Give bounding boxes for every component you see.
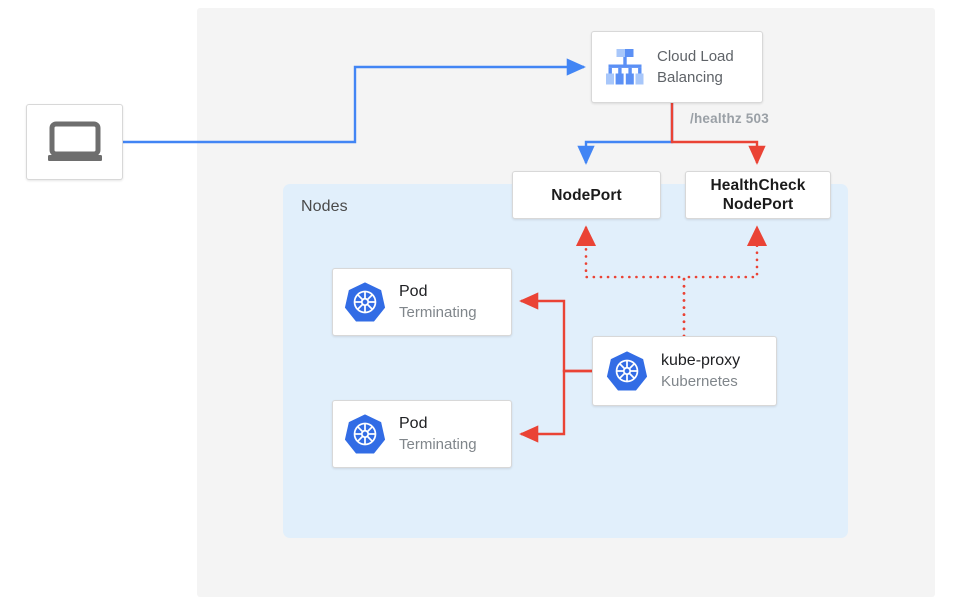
nodeport-node: NodePort	[512, 171, 661, 219]
kube-proxy-label-group: kube-proxy Kubernetes	[661, 351, 740, 392]
kubernetes-icon	[344, 414, 386, 454]
cloud-load-balancing-icon	[606, 49, 644, 85]
pod-node: Pod Terminating	[332, 400, 512, 468]
healthcheck-nodeport-line1: HealthCheck	[710, 177, 806, 194]
pod-node: Pod Terminating	[332, 268, 512, 336]
kubernetes-icon	[606, 351, 648, 391]
pod-status: Terminating	[399, 435, 477, 453]
cloud-load-balancing-line2: Balancing	[657, 69, 723, 86]
nodeport-label: NodePort	[551, 186, 622, 204]
nodes-region-label: Nodes	[301, 198, 348, 215]
kubernetes-icon	[344, 282, 386, 322]
healthcheck-nodeport-line2: NodePort	[722, 196, 794, 213]
healthcheck-nodeport-node: HealthCheck NodePort	[685, 171, 831, 219]
pod-label-group: Pod Terminating	[399, 282, 477, 323]
laptop-icon	[47, 121, 102, 161]
pod-title: Pod	[399, 414, 428, 432]
healthcheck-nodeport-label: HealthCheck NodePort	[711, 176, 806, 214]
cloud-load-balancing-node: Cloud Load Balancing	[591, 31, 763, 103]
kube-proxy-title: kube-proxy	[661, 351, 741, 369]
cloud-load-balancing-label: Cloud Load Balancing	[657, 46, 734, 88]
pod-title: Pod	[399, 282, 428, 300]
client-node	[26, 104, 123, 180]
pod-status: Terminating	[399, 303, 477, 321]
kube-proxy-node: kube-proxy Kubernetes	[592, 336, 777, 406]
healthz-status-label: /healthz 503	[690, 111, 769, 126]
kube-proxy-subtitle: Kubernetes	[661, 372, 738, 390]
pod-label-group: Pod Terminating	[399, 414, 477, 455]
cloud-load-balancing-line1: Cloud Load	[657, 48, 734, 65]
